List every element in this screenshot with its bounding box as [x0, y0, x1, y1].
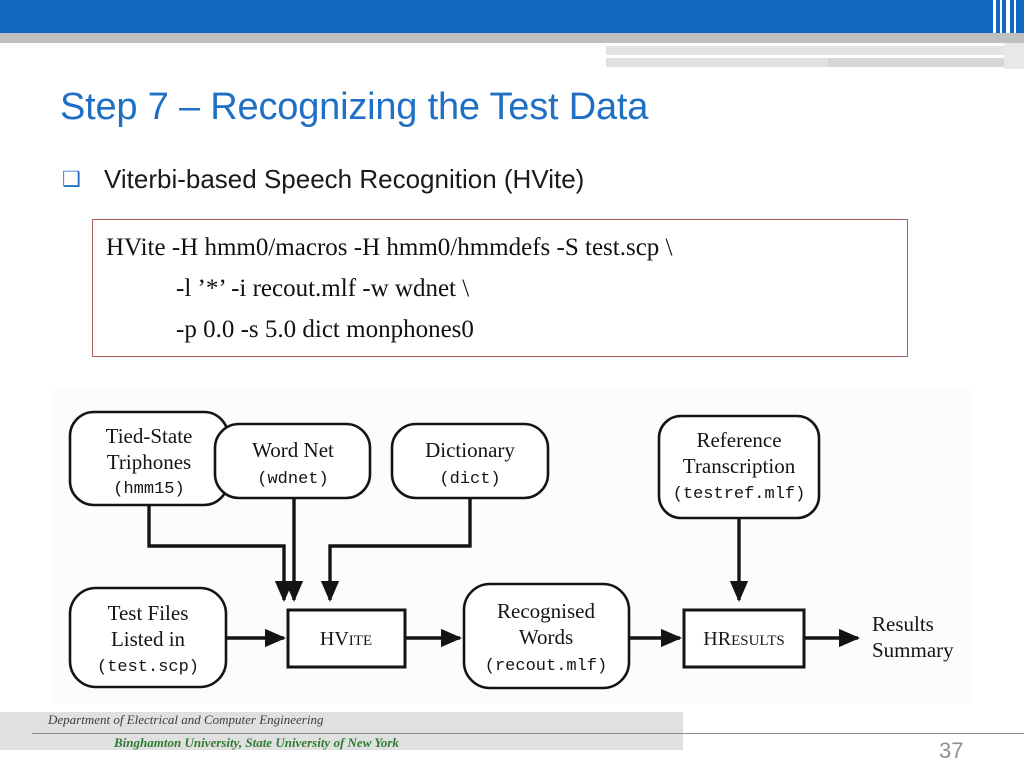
- header-decor-block-d: [1004, 43, 1024, 69]
- header-stripe-4: [1014, 0, 1016, 33]
- header-bar: [0, 0, 1024, 33]
- node-tied-state-triphones-line2: Triphones: [107, 450, 191, 474]
- node-test-files-file: (test.scp): [97, 658, 199, 677]
- node-recognised-words-line1: Recognised: [497, 599, 595, 623]
- footer-band: [0, 712, 683, 750]
- command-box: HVite -H hmm0/macros -H hmm0/hmmdefs -S …: [92, 219, 908, 357]
- node-word-net: Word Net (wdnet): [213, 422, 372, 500]
- header-stripe-3: [1006, 0, 1010, 33]
- page-title: Step 7 – Recognizing the Test Data: [60, 86, 649, 128]
- page-number: 37: [939, 738, 964, 763]
- header-stripe-1: [993, 0, 996, 33]
- node-reference-transcription-line1: Reference: [696, 428, 781, 452]
- node-reference-transcription-file: (testref.mlf): [673, 485, 806, 504]
- node-recognised-words-line2: Words: [519, 625, 573, 649]
- header-decor-block-a: [606, 46, 1024, 55]
- process-hresults: HRESULTS: [682, 608, 806, 669]
- command-line-2: -l ’*’ -i recout.mlf -w wdnet \: [176, 275, 470, 302]
- header-stripe-2: [1000, 0, 1002, 33]
- process-hvite-label: HVITE: [320, 628, 372, 650]
- node-dictionary-line1: Dictionary: [425, 438, 515, 462]
- bullet-text: Viterbi-based Speech Recognition (HVite): [104, 164, 585, 194]
- header-bar-shadow: [0, 33, 1024, 43]
- header-decor-block-c: [828, 58, 1024, 67]
- label-results-summary-line2: Summary: [872, 638, 954, 662]
- node-tied-state-triphones: Tied-State Triphones (hmm15): [68, 410, 230, 507]
- node-word-net-file: (wdnet): [257, 470, 328, 489]
- node-tied-state-triphones-line1: Tied-State: [106, 424, 193, 448]
- node-reference-transcription-line2: Transcription: [683, 454, 796, 478]
- process-hvite: HVITE: [286, 608, 407, 669]
- node-test-files: Test Files Listed in (test.scp): [68, 586, 228, 689]
- command-line-3: -p 0.0 -s 5.0 dict monphones0: [176, 316, 474, 343]
- footer-department: Department of Electrical and Computer En…: [48, 712, 324, 727]
- node-test-files-line2: Listed in: [111, 627, 186, 651]
- footer-divider: [32, 733, 1024, 734]
- node-recognised-words: Recognised Words (recout.mlf): [462, 582, 631, 690]
- edge-dictionary-to-hvite: [320, 498, 472, 603]
- footer-university: Binghamton University, State University …: [114, 735, 399, 750]
- node-reference-transcription: Reference Transcription (testref.mlf): [657, 414, 821, 520]
- hollow-square-bullet-icon: ❑: [62, 168, 81, 191]
- node-dictionary-file: (dict): [439, 470, 500, 489]
- node-test-files-line1: Test Files: [108, 601, 189, 625]
- node-word-net-line1: Word Net: [252, 438, 334, 462]
- node-tied-state-triphones-file: (hmm15): [113, 480, 184, 499]
- node-dictionary: Dictionary (dict): [390, 422, 550, 500]
- header-decor-block-b: [606, 58, 948, 67]
- label-results-summary-line1: Results: [872, 612, 934, 636]
- pipeline-diagram: Tied-State Triphones (hmm15) Word Net (w…: [52, 388, 972, 704]
- label-results-summary: Results Summary: [872, 612, 954, 662]
- process-hresults-label: HRESULTS: [703, 628, 784, 650]
- node-recognised-words-file: (recout.mlf): [485, 657, 607, 676]
- edge-triphones-to-hvite: [147, 505, 294, 603]
- command-line-1: HVite -H hmm0/macros -H hmm0/hmmdefs -S …: [106, 234, 673, 261]
- bullet-row: ❑ Viterbi-based Speech Recognition (HVit…: [62, 164, 584, 195]
